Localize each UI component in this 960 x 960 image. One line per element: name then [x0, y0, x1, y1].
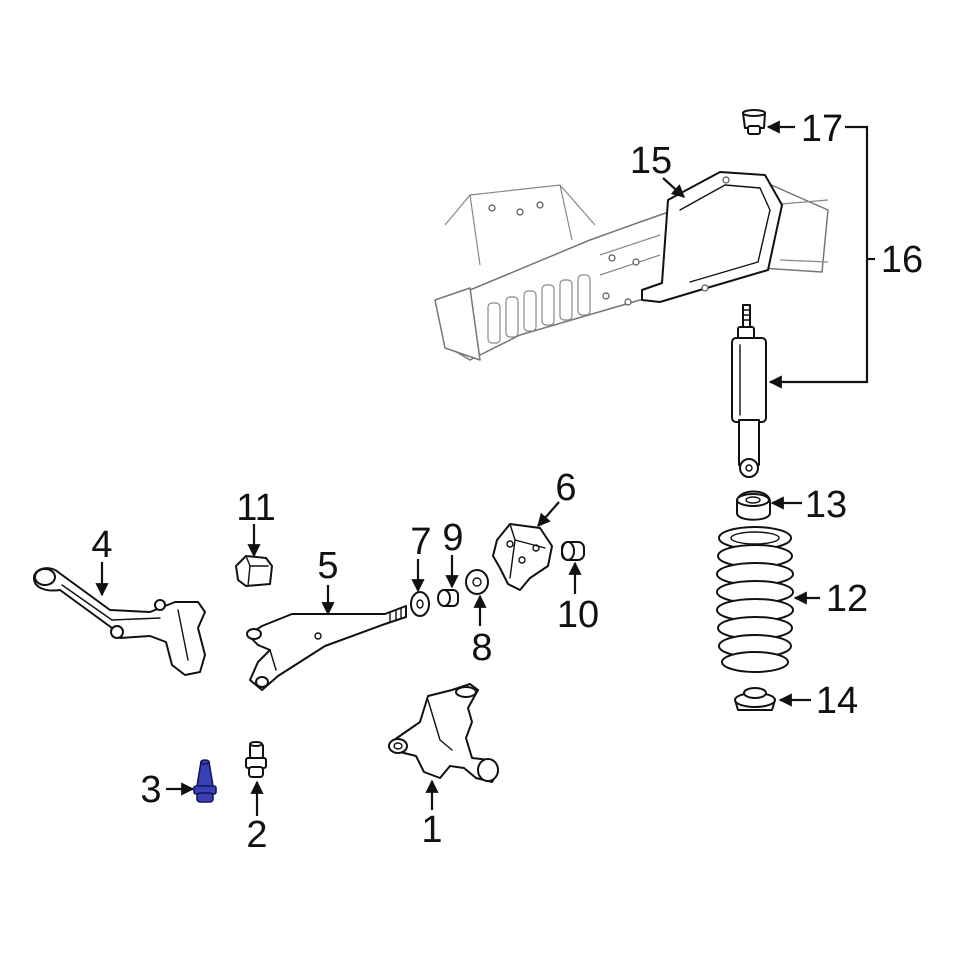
part-1-steering-knuckle[interactable] — [388, 683, 499, 783]
part-13-upper-insulator[interactable] — [736, 490, 771, 521]
callout-2: 2 — [246, 814, 267, 856]
callout-1: 1 — [421, 809, 442, 851]
callout-9: 9 — [442, 517, 463, 559]
part-11-bump-stop[interactable] — [235, 555, 273, 587]
callout-4: 4 — [91, 524, 112, 566]
part-4-lower-control-arm[interactable] — [33, 567, 206, 676]
callout-17: 17 — [801, 108, 843, 150]
callout-12: 12 — [826, 578, 868, 620]
part-3-ball-joint-highlighted[interactable] — [193, 759, 217, 803]
part-9-bushing[interactable] — [437, 589, 459, 607]
part-8-washer[interactable] — [465, 569, 489, 595]
part-2-ball-joint[interactable] — [245, 741, 267, 778]
callout-13: 13 — [805, 484, 847, 526]
callout-5: 5 — [317, 545, 338, 587]
callout-3: 3 — [140, 769, 161, 811]
part-5-radius-arm[interactable] — [246, 605, 407, 691]
callout-11: 11 — [236, 487, 275, 529]
leader-lines — [95, 120, 875, 816]
part-16-shock-absorber[interactable] — [731, 304, 767, 478]
callout-7: 7 — [410, 521, 431, 563]
callout-15: 15 — [630, 140, 672, 182]
part-7-washer[interactable] — [410, 591, 430, 617]
callout-6: 6 — [555, 467, 576, 509]
part-15-shock-tower[interactable] — [641, 171, 783, 303]
part-12-coil-spring[interactable] — [716, 526, 794, 673]
callout-16: 16 — [881, 239, 923, 281]
callout-10: 10 — [557, 594, 599, 636]
part-14-lower-seat[interactable] — [734, 687, 776, 711]
part-17-bushing[interactable] — [742, 109, 766, 135]
part-10-bushing[interactable] — [561, 541, 585, 561]
callout-14: 14 — [816, 680, 858, 722]
callout-8: 8 — [471, 627, 492, 669]
callout-labels: 1 2 3 4 5 6 7 8 9 10 11 12 13 14 15 16 1… — [91, 108, 923, 856]
part-6-bracket[interactable] — [492, 523, 553, 591]
